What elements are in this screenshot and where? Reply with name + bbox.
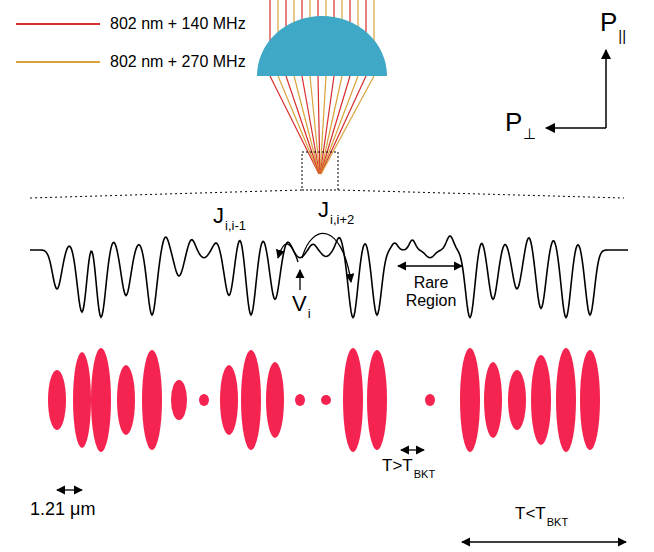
laser-beam: [321, 76, 350, 174]
tweezer-spot: [531, 355, 551, 445]
tweezer-spot: [321, 395, 331, 405]
coupling-label: J: [213, 204, 224, 228]
tweezer-spot: [117, 365, 135, 435]
laser-beam: [302, 76, 320, 174]
laser-beam: [294, 76, 319, 174]
polarization-label: P: [600, 8, 617, 37]
legend-line: [16, 61, 100, 63]
tweezer-spot: [343, 348, 363, 452]
spacing-label: 1.21 μm: [30, 500, 95, 520]
legend-label: 802 nm + 140 MHz: [110, 15, 246, 33]
hop-arrow: [278, 244, 298, 262]
tweezer-spot: [171, 380, 187, 420]
tweezer-spot: [91, 348, 111, 452]
tweezer-spot: [48, 370, 66, 430]
laser-beam: [310, 76, 320, 174]
coupling-subscript: i,i+2: [330, 213, 354, 227]
tweezer-array: [48, 348, 600, 452]
coupling-label: J: [318, 198, 329, 222]
zoom-line: [30, 190, 302, 198]
tweezer-spot: [142, 350, 162, 450]
tweezer-spot: [484, 362, 502, 438]
tweezer-spot: [508, 370, 526, 430]
focus-box: [302, 152, 338, 190]
laser-beam: [321, 76, 358, 174]
tweezer-spot: [220, 365, 238, 435]
polarization-arrow: [546, 127, 606, 129]
tweezer-spot: [266, 362, 284, 438]
potential-label: V: [292, 292, 307, 316]
potential-curve: [30, 236, 628, 318]
temperature-subscript: BKT: [547, 516, 568, 528]
polarization-subscript: ⊥: [523, 126, 536, 143]
tweezer-spot: [460, 348, 480, 452]
tweezer-spot: [556, 348, 576, 452]
polarization-subscript: ||: [618, 28, 626, 45]
polarization-label: P: [505, 108, 522, 137]
depth-arrow: [299, 270, 300, 290]
tweezer-spot: [580, 350, 600, 450]
tweezer-spot: [367, 350, 387, 450]
tweezer-spot: [199, 394, 209, 406]
tweezer-spot: [73, 352, 91, 448]
coupling-subscript: i,i-1: [225, 219, 246, 233]
region-arrow: [401, 449, 424, 450]
hop-arrow: [302, 233, 351, 282]
objective-lens: [257, 16, 387, 76]
legend-line: [16, 23, 100, 25]
potential-subscript: i: [308, 307, 311, 321]
region-label: Rare Region: [398, 274, 464, 309]
tweezer-spot: [295, 394, 305, 406]
region-arrow: [398, 265, 462, 266]
spacing-arrow: [57, 489, 82, 490]
laser-beam: [270, 76, 319, 174]
temperature-label: T<T: [515, 505, 546, 524]
zoom-line: [338, 190, 624, 198]
laser-beam: [321, 76, 374, 174]
laser-beam: [318, 76, 320, 174]
laser-beam: [278, 76, 319, 174]
laser-beam: [321, 76, 366, 174]
temperature-subscript: BKT: [414, 468, 435, 480]
region-arrow: [462, 541, 626, 542]
tweezer-spot: [241, 350, 261, 450]
tweezer-spot: [425, 394, 435, 406]
temperature-label: T>T: [382, 457, 413, 476]
laser-beam: [286, 76, 319, 174]
polarization-arrow: [605, 50, 607, 128]
legend-label: 802 nm + 270 MHz: [110, 53, 246, 71]
